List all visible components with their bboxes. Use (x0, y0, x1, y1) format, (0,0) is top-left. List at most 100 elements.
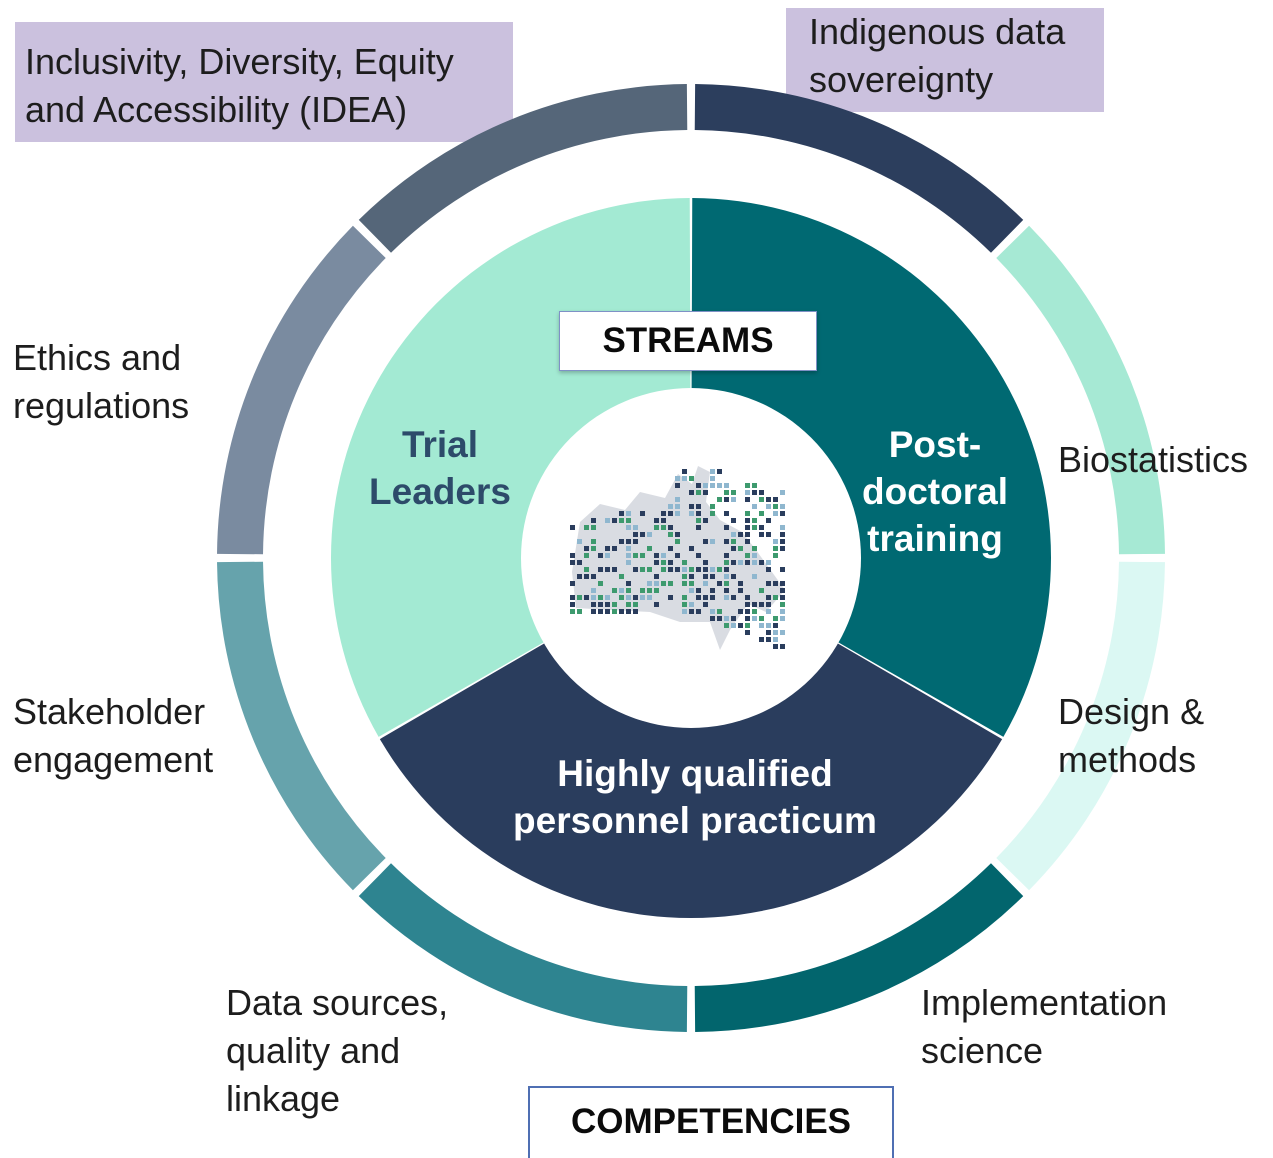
map-pixel (745, 511, 750, 516)
map-pixel (710, 504, 715, 509)
map-pixel (598, 581, 603, 586)
map-pixel (612, 588, 617, 593)
map-pixel (780, 581, 785, 586)
map-pixel (710, 574, 715, 579)
map-pixel (675, 483, 680, 488)
map-pixel (612, 546, 617, 551)
map-pixel (703, 518, 708, 523)
map-pixel (675, 532, 680, 537)
map-pixel (731, 616, 736, 621)
map-pixel (654, 588, 659, 593)
map-pixel (710, 469, 715, 474)
map-pixel (780, 588, 785, 593)
map-pixel (710, 539, 715, 544)
map-pixel (745, 595, 750, 600)
map-pixel (724, 616, 729, 621)
map-pixel (626, 595, 631, 600)
map-pixel (738, 609, 743, 614)
map-pixel (626, 511, 631, 516)
map-pixel (605, 518, 610, 523)
map-pixel (738, 623, 743, 628)
map-pixel (605, 553, 610, 558)
map-pixel (570, 560, 575, 565)
map-pixel (633, 602, 638, 607)
map-pixel (738, 532, 743, 537)
map-pixel (591, 539, 596, 544)
map-pixel (710, 567, 715, 572)
map-pixel (780, 609, 785, 614)
map-pixel (633, 532, 638, 537)
map-pixel (773, 637, 778, 642)
map-pixel (696, 553, 701, 558)
map-pixel (661, 567, 666, 572)
map-pixel (745, 630, 750, 635)
competency-ethics-regulations: Ethics and regulations (13, 337, 190, 426)
map-pixel (570, 595, 575, 600)
map-pixel (661, 511, 666, 516)
map-pixel (752, 602, 757, 607)
map-pixel (696, 595, 701, 600)
map-pixel (773, 644, 778, 649)
map-pixel (598, 595, 603, 600)
map-pixel (619, 518, 624, 523)
map-pixel (710, 483, 715, 488)
map-pixel (780, 490, 785, 495)
map-pixel (654, 518, 659, 523)
map-pixel (619, 574, 624, 579)
map-pixel (766, 595, 771, 600)
map-pixel (619, 539, 624, 544)
map-pixel (703, 539, 708, 544)
map-pixel (759, 623, 764, 628)
map-pixel (591, 574, 596, 579)
map-pixel (724, 588, 729, 593)
map-pixel (745, 560, 750, 565)
map-pixel (731, 546, 736, 551)
map-pixel (654, 581, 659, 586)
map-pixel (752, 483, 757, 488)
map-pixel (675, 539, 680, 544)
map-pixel (626, 581, 631, 586)
map-pixel (577, 560, 582, 565)
map-pixel (668, 567, 673, 572)
map-pixel (668, 525, 673, 530)
map-pixel (717, 497, 722, 502)
map-pixel (759, 602, 764, 607)
map-pixel (745, 532, 750, 537)
map-pixel (570, 581, 575, 586)
map-pixel (598, 602, 603, 607)
map-pixel (633, 539, 638, 544)
map-pixel (584, 553, 589, 558)
map-pixel (752, 546, 757, 551)
map-pixel (626, 602, 631, 607)
map-pixel (738, 546, 743, 551)
map-pixel (731, 560, 736, 565)
indigenous-highlight (786, 8, 1104, 112)
map-pixel (724, 567, 729, 572)
map-pixel (584, 574, 589, 579)
ring-segment-implementation (694, 863, 1024, 1032)
map-pixel (696, 609, 701, 614)
map-pixel (647, 532, 652, 537)
map-pixel (696, 525, 701, 530)
map-pixel (654, 553, 659, 558)
map-pixel (675, 567, 680, 572)
map-pixel (626, 560, 631, 565)
map-pixel (577, 609, 582, 614)
map-pixel (591, 595, 596, 600)
map-pixel (598, 609, 603, 614)
canada-map-icon (570, 466, 785, 650)
competencies-title: COMPETENCIES (528, 1086, 894, 1158)
map-pixel (682, 469, 687, 474)
map-pixel (717, 616, 722, 621)
map-pixel (661, 581, 666, 586)
map-pixel (591, 546, 596, 551)
map-pixel (682, 581, 687, 586)
map-pixel (710, 609, 715, 614)
map-pixel (752, 490, 757, 495)
map-pixel (584, 595, 589, 600)
map-pixel (780, 539, 785, 544)
map-pixel (717, 567, 722, 572)
map-pixel (689, 511, 694, 516)
map-pixel (689, 567, 694, 572)
